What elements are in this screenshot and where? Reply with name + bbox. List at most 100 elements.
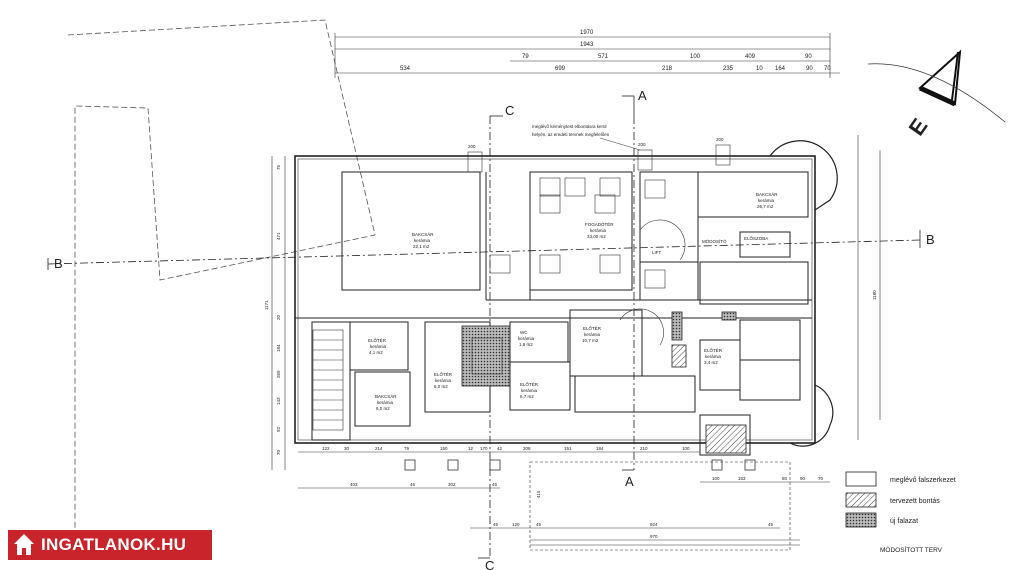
room-sub: kerámia	[370, 344, 387, 349]
section-a-top: A	[638, 88, 647, 103]
dim-label: 164	[775, 66, 786, 72]
dim-label: 70	[818, 476, 824, 481]
north-arrow: E	[867, 49, 1006, 140]
dim-label: 184	[276, 344, 281, 352]
chimney-dim: 200	[716, 137, 724, 142]
room-area: 6,0 m2	[434, 384, 448, 389]
dim-label: 471	[276, 232, 281, 240]
room-name: ELŐTÉR	[583, 325, 602, 331]
room-name: MÓDOSÍTÓ	[702, 238, 727, 244]
dim-label: 100	[712, 476, 720, 481]
dim-label: 100	[690, 54, 701, 60]
dim-label: 150	[440, 446, 448, 451]
section-line-B	[47, 230, 921, 270]
dim-label: 45	[768, 522, 774, 527]
room-area: 4,1 m2	[369, 350, 383, 355]
dim-top-second: 1943	[580, 42, 594, 48]
room-area: 1,8 m2	[519, 342, 533, 347]
room-name: ELŐSZOBA	[744, 235, 768, 241]
room-area: 26,7 m2	[757, 204, 774, 209]
room-name: ELŐTÉR	[434, 371, 453, 377]
dim-label: 42	[497, 446, 503, 451]
dim-label: 45	[536, 522, 542, 527]
dim-label: 208	[523, 446, 531, 451]
room-sub: kerámia	[590, 228, 607, 233]
room-sub: kerámia	[584, 332, 601, 337]
section-c-bottom: C	[485, 558, 494, 570]
dim-label: 45	[493, 522, 499, 527]
legend-label: új falazat	[890, 518, 918, 525]
room-area: 3,4 m2	[704, 360, 718, 365]
furniture	[312, 177, 686, 431]
dim-label: 90	[805, 54, 812, 60]
dim-label: 1171	[264, 300, 269, 310]
legend-label: tervezett bontás	[890, 498, 940, 505]
note-line-2: helyén, az eredeti tervnek megfelelően	[532, 132, 610, 137]
dim-label: 100	[682, 446, 690, 451]
dim-label: 409	[745, 54, 756, 60]
room-sub: kerámia	[705, 354, 722, 359]
dim-label: 80	[782, 476, 788, 481]
building-outline: 200 200 200	[294, 137, 838, 447]
dim-label: 924	[650, 522, 658, 527]
dim-label: 184	[596, 446, 604, 451]
room-name: LIFT	[652, 250, 662, 255]
room-name: ELŐTÉR	[520, 381, 539, 387]
room-sub: kerámia	[518, 336, 535, 341]
section-a-bottom: A	[625, 474, 634, 489]
room-sub: kerámia	[435, 378, 452, 383]
legend-swatch-existing	[845, 471, 877, 487]
room-labels: BAKCSÁR kerámia 22,1 m2 FOGADÓTÉR kerámi…	[368, 191, 778, 411]
column-markers	[404, 459, 756, 471]
dim-label: 20	[276, 314, 281, 320]
dim-label: 30	[344, 446, 350, 451]
section-b-left: B	[54, 256, 63, 271]
dim-label: 269	[276, 370, 281, 378]
bottom-dim-row1: 122 30 214 79 150 12 170 42 208 151 184 …	[322, 446, 690, 451]
dim-label: 699	[555, 66, 566, 72]
dim-label: 90	[806, 66, 813, 72]
room-sub: kerámia	[377, 400, 394, 405]
room-name: BAKCSÁR	[412, 231, 434, 237]
legend-swatch-new-wall	[845, 512, 877, 528]
legend-label: meglévő falszerkezet	[890, 477, 956, 484]
chimney-dim: 200	[638, 142, 646, 147]
ingatlanok-watermark: INGATLANOK.HU	[8, 530, 212, 560]
room-name: WC	[520, 330, 528, 335]
section-b-right: B	[926, 232, 935, 247]
room-name: ELŐTÉR	[704, 347, 723, 353]
dim-label: 143	[276, 397, 281, 405]
dim-top-total: 1970	[580, 30, 594, 36]
dim-vertical-bottom: 415	[536, 490, 541, 498]
dim-label: 12	[468, 446, 474, 451]
chimney-dim: 200	[468, 144, 476, 149]
bottom-dimension-lines	[298, 451, 830, 551]
dim-label: 45	[492, 482, 498, 487]
dim-label: 403	[350, 482, 358, 487]
dim-label: 218	[662, 66, 673, 72]
dim-top-row4: 534 699 218 235 10 164 90 70	[400, 66, 831, 72]
dim-label: 45	[410, 482, 416, 487]
section-line-A	[622, 95, 635, 471]
room-area: 10,7 m2	[582, 338, 599, 343]
dim-label: 122	[322, 446, 330, 451]
room-sub: kerámia	[521, 388, 538, 393]
dim-label: 534	[400, 66, 411, 72]
dim-label: 79	[522, 54, 529, 60]
legend-swatch-demolition	[845, 492, 877, 508]
dim-label: 214	[375, 446, 383, 451]
room-sub: kerámia	[758, 198, 775, 203]
room-sub: kerámia	[414, 238, 431, 243]
room-area: 6,7 m2	[520, 394, 534, 399]
dim-label: 1180	[872, 290, 877, 300]
left-dimensions: 75 471 20 184 269 143 92 70 1171	[264, 156, 286, 470]
dim-top-row3: 79 571 100 409 90	[522, 54, 812, 60]
room-area: 6,0 m2	[376, 406, 390, 411]
dim-label: 571	[598, 54, 609, 60]
compass-label: E	[904, 114, 933, 140]
wall-changes	[471, 311, 737, 375]
dim-label: 153	[738, 476, 746, 481]
section-c-top: C	[505, 103, 514, 118]
top-dimension-lines	[334, 33, 840, 78]
